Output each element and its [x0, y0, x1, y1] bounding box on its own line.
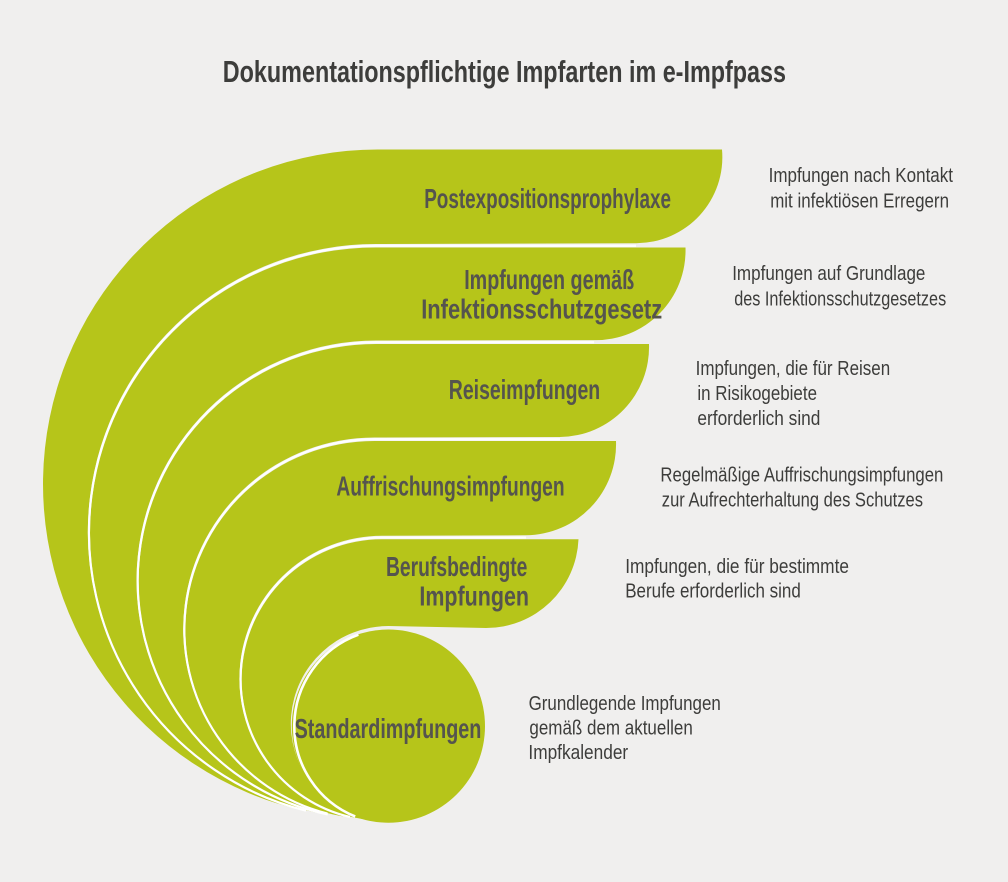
svg-text:Impfungen: Impfungen: [419, 581, 529, 612]
svg-text:Infektionsschutzgesetz: Infektionsschutzgesetz: [421, 294, 662, 325]
svg-text:Regelmäßige Auffrischungsimpfu: Regelmäßige Auffrischungsimpfungen: [660, 464, 943, 487]
svg-text:Grundlegende Impfungen: Grundlegende Impfungen: [529, 692, 721, 715]
svg-text:Impfungen nach Kontakt: Impfungen nach Kontakt: [769, 164, 954, 187]
svg-text:erforderlich sind: erforderlich sind: [697, 407, 820, 430]
svg-text:Impfungen, die für Reisen: Impfungen, die für Reisen: [696, 357, 891, 380]
svg-text:zur Aufrechterhaltung des Schu: zur Aufrechterhaltung des Schutzes: [662, 489, 923, 512]
svg-text:in Risikogebiete: in Risikogebiete: [697, 382, 817, 405]
svg-text:Berufsbedingte: Berufsbedingte: [386, 551, 527, 582]
svg-text:Auffrischungsimpfungen: Auffrischungsimpfungen: [336, 471, 564, 502]
svg-text:Impfungen auf Grundlage: Impfungen auf Grundlage: [732, 262, 925, 285]
svg-text:gemäß dem aktuellen: gemäß dem aktuellen: [529, 717, 692, 740]
svg-text:Postexpositionsprophylaxe: Postexpositionsprophylaxe: [424, 183, 671, 214]
svg-text:mit infektiösen Erregern: mit infektiösen Erregern: [770, 190, 949, 213]
svg-text:Dokumentationspflichtige Impfa: Dokumentationspflichtige Impfarten im e-…: [223, 55, 786, 89]
svg-text:des Infektionsschutzgesetzes: des Infektionsschutzgesetzes: [734, 288, 946, 311]
svg-text:Impfungen, die für bestimmte: Impfungen, die für bestimmte: [625, 555, 849, 578]
svg-text:Impfkalender: Impfkalender: [528, 741, 628, 764]
svg-text:Reiseimpfungen: Reiseimpfungen: [449, 374, 600, 405]
svg-text:Impfungen gemäß: Impfungen gemäß: [464, 264, 634, 295]
svg-text:Berufe erforderlich sind: Berufe erforderlich sind: [625, 580, 801, 603]
svg-text:Standardimpfungen: Standardimpfungen: [295, 713, 482, 744]
